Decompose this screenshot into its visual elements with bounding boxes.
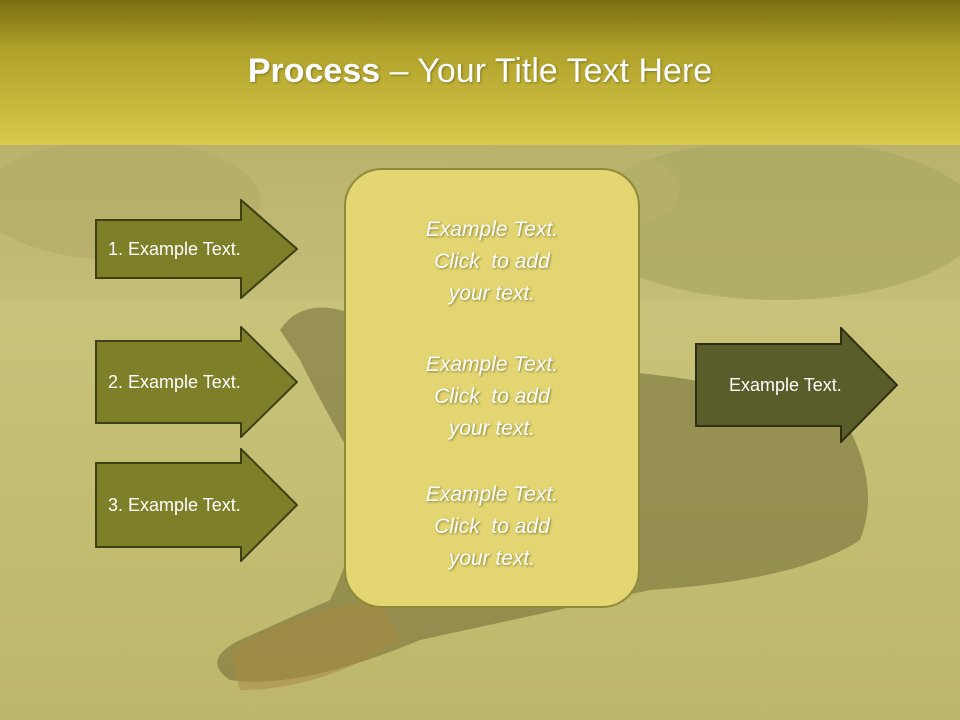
text-line: Example Text. [425, 483, 559, 506]
text-line: Click to add [434, 385, 550, 408]
text-block-3[interactable]: Example Text. Click to add your text. [346, 479, 638, 575]
text-line: your text. [448, 282, 536, 305]
title-band [0, 0, 960, 145]
center-text-box[interactable]: Example Text. Click to add your text. Ex… [344, 168, 640, 608]
text-line: Example Text. [425, 218, 559, 241]
left-arrow-3[interactable]: 3. Example Text. [95, 448, 298, 562]
left-arrow-label: 2. Example Text. [108, 371, 241, 392]
arrow-shape [95, 448, 298, 562]
text-block-1[interactable]: Example Text. Click to add your text. [346, 214, 638, 310]
text-line: your text. [448, 547, 536, 570]
arrow-shape [695, 327, 898, 443]
left-arrow-label: 1. Example Text. [108, 238, 241, 259]
text-line: your text. [448, 417, 536, 440]
arrow-shape [95, 326, 298, 438]
slide-title[interactable]: Process – Your Title Text Here [0, 52, 960, 91]
text-line: Example Text. [425, 353, 559, 376]
text-block-2[interactable]: Example Text. Click to add your text. [346, 349, 638, 445]
left-arrow-label: 3. Example Text. [108, 494, 241, 515]
left-arrow-2[interactable]: 2. Example Text. [95, 326, 298, 438]
right-arrow-label: Example Text. [729, 374, 842, 395]
title-dash: – [380, 52, 418, 90]
left-arrow-1[interactable]: 1. Example Text. [95, 199, 298, 299]
text-line: Click to add [434, 250, 550, 273]
text-line: Click to add [434, 515, 550, 538]
title-bold-part: Process [247, 52, 381, 90]
right-arrow[interactable]: Example Text. [695, 327, 898, 443]
arrow-shape [95, 199, 298, 299]
title-rest: Your Title Text Here [417, 52, 713, 90]
